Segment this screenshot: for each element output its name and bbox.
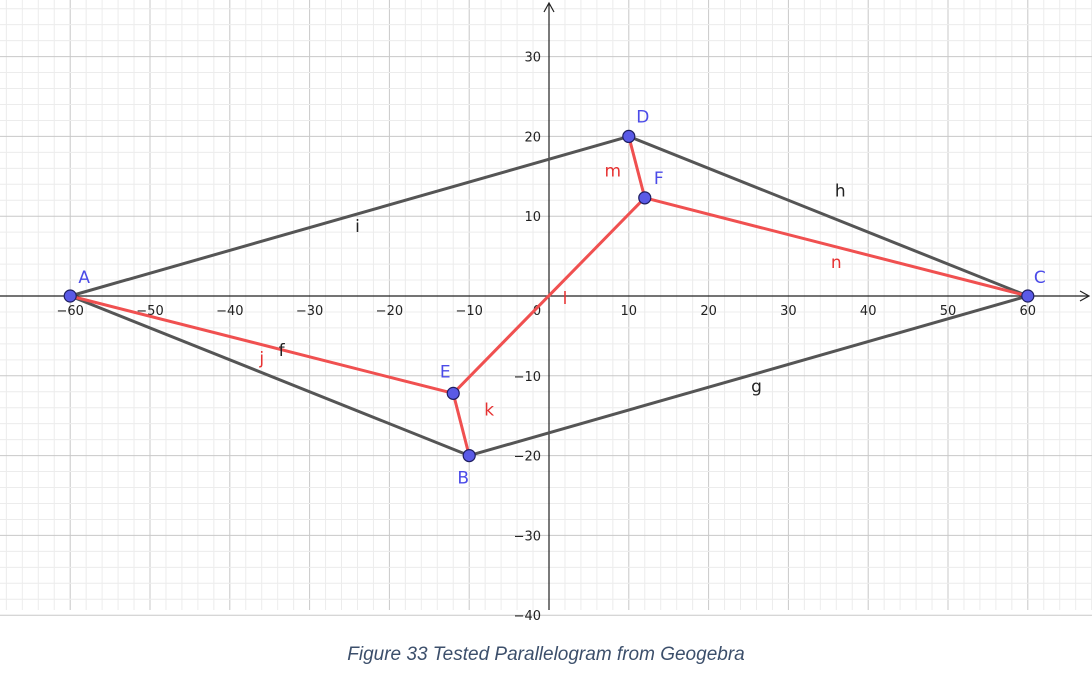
segment-label-h: h <box>835 181 846 201</box>
segment-label-j: j <box>258 349 264 369</box>
point-B <box>462 449 476 463</box>
x-tick-label: −40 <box>216 304 243 319</box>
point-A <box>63 289 77 303</box>
segment-label-f: f <box>279 341 286 361</box>
segment-i <box>68 134 631 298</box>
segment-k <box>451 391 471 458</box>
x-tick-label: 40 <box>860 304 877 319</box>
x-tick-label: −20 <box>376 304 403 319</box>
segment-label-i: i <box>355 217 360 237</box>
x-axis-arrow <box>1079 290 1091 302</box>
x-tick-label: 10 <box>621 304 638 319</box>
x-tick-label: 60 <box>1020 304 1037 319</box>
x-tick-label: −60 <box>56 304 83 319</box>
points <box>63 129 1035 463</box>
segment-m <box>627 134 647 200</box>
x-tick-label: 50 <box>940 304 957 319</box>
y-tick-label: 30 <box>524 51 541 66</box>
y-tick-label: −20 <box>514 450 541 465</box>
segment-label-m: m <box>605 161 622 181</box>
axes <box>0 1 1091 610</box>
y-tick-label: 20 <box>524 130 541 145</box>
point-label-A: A <box>78 268 90 288</box>
y-tick-label: −10 <box>514 370 541 385</box>
point-label-C: C <box>1034 268 1046 288</box>
point-D <box>622 129 636 143</box>
point-label-E: E <box>440 362 451 382</box>
x-tick-label: 30 <box>780 304 797 319</box>
y-tick-label: 10 <box>524 210 541 225</box>
point-F <box>638 191 652 205</box>
x-tick-label: 20 <box>700 304 717 319</box>
point-labels: A B C D E F <box>78 107 1045 488</box>
y-tick-label: −30 <box>514 529 541 544</box>
segments <box>68 134 1030 458</box>
x-tick-label: −10 <box>455 304 482 319</box>
point-label-D: D <box>636 107 649 127</box>
segment-h <box>627 134 1030 298</box>
segment-g <box>467 294 1030 458</box>
x-tick-label: −30 <box>296 304 323 319</box>
x-tick-label: 0 <box>533 304 541 319</box>
segment-label-g: g <box>751 377 762 397</box>
figure-caption: Figure 33 Tested Parallelogram from Geog… <box>347 644 745 665</box>
segment-label-n: n <box>831 253 842 273</box>
segment-n <box>643 196 1030 298</box>
segment-labels: f g h i j k l m n <box>258 161 845 420</box>
point-label-B: B <box>457 469 469 489</box>
y-tick-label: −40 <box>514 609 541 620</box>
segment-f <box>68 294 471 458</box>
segment-label-k: k <box>484 401 494 421</box>
segment-j <box>68 294 455 395</box>
segment-label-l: l <box>563 289 568 309</box>
point-C <box>1021 289 1035 303</box>
grid <box>0 0 1092 616</box>
segment-l <box>451 196 647 395</box>
point-E <box>446 386 460 400</box>
point-label-F: F <box>654 169 664 189</box>
y-axis-arrow <box>543 1 555 13</box>
